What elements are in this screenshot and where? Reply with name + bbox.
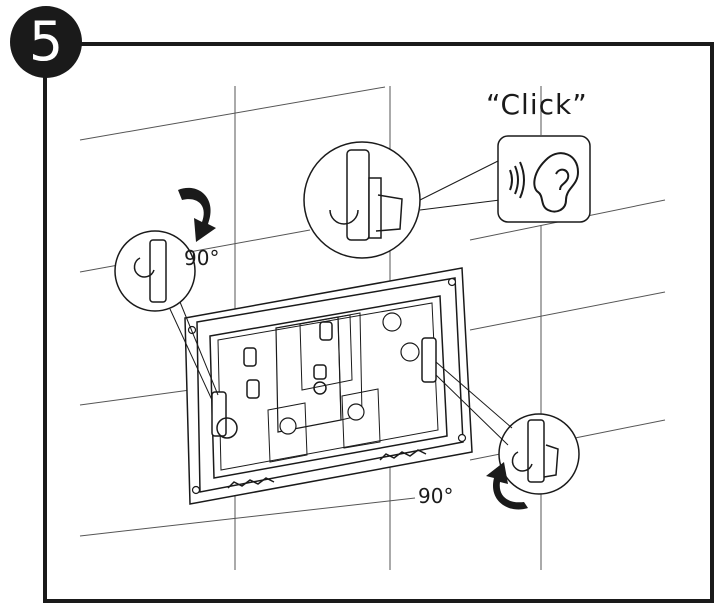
curved-arrow-icon	[486, 462, 528, 510]
diagram-frame	[43, 42, 714, 603]
step-badge	[10, 6, 82, 78]
step-number: 5	[28, 10, 64, 73]
rotation-angle-right: 90°	[418, 484, 454, 508]
clamp-detail-right-callout	[435, 361, 580, 495]
rotation-angle-left: 90°	[184, 246, 220, 270]
screw-icon	[187, 277, 467, 495]
clamp-detail-left-callout	[114, 230, 219, 401]
clamp-detail-top-callout	[303, 141, 501, 259]
ear-icon	[533, 152, 580, 213]
sound-waves-icon	[509, 161, 525, 199]
curved-arrow-icon	[178, 187, 216, 242]
flush-plate-frame	[184, 267, 473, 505]
ear-sound-callout	[497, 135, 591, 223]
click-sound-label: “Click”	[486, 88, 588, 121]
